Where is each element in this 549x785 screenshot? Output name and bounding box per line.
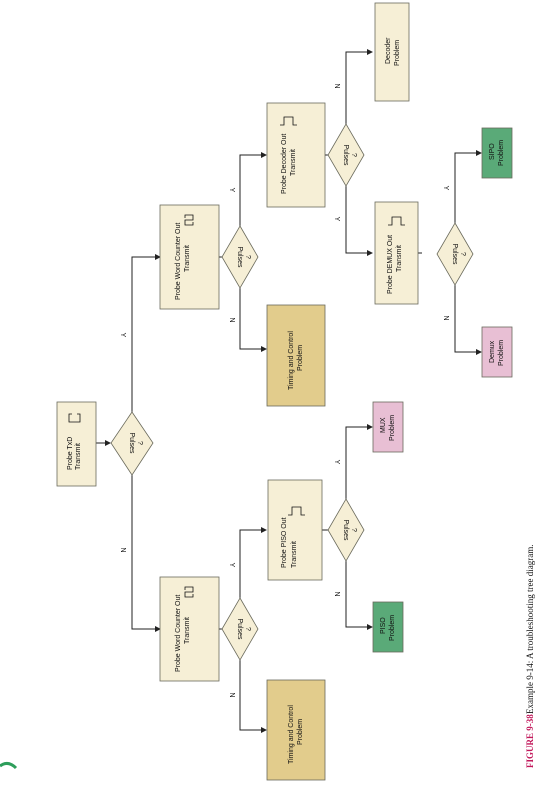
- figure-number: FIGURE 9-38: [525, 714, 535, 768]
- decision-pulses: Pulses ?: [221, 225, 259, 289]
- decoder-out-line2: Transmit: [290, 149, 297, 176]
- no-label: N: [228, 317, 235, 322]
- piso-problem-line2: Problem: [389, 615, 396, 641]
- decoder-problem-line2: Problem: [394, 40, 401, 66]
- decision-pulses: Pulses ?: [436, 222, 474, 286]
- decision-question: ?: [136, 441, 143, 445]
- decoder-out-line1: Probe Decoder Out: [281, 134, 288, 194]
- decision-pulses: Pulses ?: [327, 498, 365, 562]
- piso-problem-box: PISO Problem: [372, 601, 404, 653]
- corner-mark-icon: [0, 761, 18, 770]
- no-label: N: [442, 315, 449, 320]
- pulse-icon: [184, 214, 194, 226]
- decision-pulses: Pulses ?: [221, 597, 259, 661]
- timing-line1: Timing and Control: [288, 705, 295, 764]
- word-counter-line2: Transmit: [184, 617, 191, 644]
- decision-pulses: Pulses ?: [327, 123, 365, 187]
- decision-question: ?: [350, 153, 357, 157]
- decision-label: Pulses: [128, 432, 135, 454]
- pulse-icon: [388, 216, 405, 226]
- probe-txd-line1: Probe TxD: [67, 437, 74, 470]
- pulse-icon: [184, 586, 194, 598]
- decision-label: Pulses: [451, 243, 458, 265]
- pulse-icon: [288, 506, 305, 516]
- sipo-problem-line1: SIPO: [489, 143, 496, 160]
- figure-caption-text: Example 9-14: A troubleshooting tree dia…: [525, 545, 535, 714]
- demux-problem-line2: Problem: [498, 340, 505, 366]
- decision-diamonds: Pulses ? Pulses ? Pulses ? Pulses ? Puls…: [110, 123, 474, 661]
- yes-label: Y: [333, 217, 340, 222]
- branch-labels: Y N Y N N Y Y N Y N Y N: [119, 83, 449, 697]
- decision-label: Pulses: [342, 144, 349, 166]
- mux-problem-box: MUX Problem: [372, 401, 404, 453]
- pulse-icon: [280, 116, 297, 126]
- yes-label: Y: [228, 188, 235, 193]
- yes-label: Y: [442, 186, 449, 191]
- timing-line1: Timing and Control: [288, 331, 295, 390]
- sipo-problem-box: SIPO Problem: [481, 127, 513, 179]
- figure-caption: FIGURE 9-38 Example 9-14: A troubleshoot…: [525, 545, 535, 768]
- word-counter-line1: Probe Word Counter Out: [175, 595, 182, 672]
- no-label: N: [333, 83, 340, 88]
- timing-line2: Problem: [297, 719, 304, 745]
- decision-label: Pulses: [342, 519, 349, 541]
- decoder-problem-box: Decoder Problem: [374, 2, 410, 102]
- piso-out-line2: Transmit: [291, 541, 298, 568]
- word-counter-line2: Transmit: [184, 245, 191, 272]
- decoder-out-box: Probe Decoder Out Transmit: [266, 102, 326, 208]
- timing-control-problem-box: Timing and Control Problem: [266, 304, 326, 407]
- mux-problem-line1: MUX: [380, 417, 387, 433]
- word-counter-line1: Probe Word Counter Out: [175, 223, 182, 300]
- decision-question: ?: [350, 528, 357, 532]
- pulse-icon: [68, 413, 81, 423]
- word-counter-out-box: Probe Word Counter Out Transmit: [159, 576, 220, 682]
- yes-label: Y: [333, 460, 340, 465]
- outcome-boxes: Timing and Control Problem Timing and Co…: [266, 2, 513, 781]
- demux-problem-box: Demux Problem: [481, 326, 513, 378]
- decision-question: ?: [459, 252, 466, 256]
- probe-txd-line2: Transmit: [75, 443, 82, 470]
- no-label: N: [119, 547, 126, 552]
- yes-label: Y: [228, 563, 235, 568]
- probe-txd-box: Probe TxD Transmit: [56, 401, 97, 487]
- decision-question: ?: [244, 627, 251, 631]
- demux-out-box: Probe DEMUX Out Transmit: [374, 201, 419, 305]
- no-label: N: [333, 591, 340, 596]
- timing-line2: Problem: [297, 345, 304, 371]
- demux-out-line1: Probe DEMUX Out: [387, 235, 394, 294]
- decision-question: ?: [244, 255, 251, 259]
- mux-problem-line2: Problem: [389, 415, 396, 441]
- no-label: N: [228, 692, 235, 697]
- connector-lines: [96, 49, 482, 733]
- decision-label: Pulses: [236, 618, 243, 640]
- piso-out-line1: Probe PISO Out: [281, 517, 288, 568]
- piso-out-box: Probe PISO Out Transmit: [267, 479, 323, 581]
- timing-control-problem-box: Timing and Control Problem: [266, 679, 326, 781]
- piso-problem-line1: PISO: [380, 617, 387, 634]
- process-boxes: Probe TxD Transmit Probe Word Counter Ou…: [56, 102, 419, 682]
- demux-problem-line1: Demux: [489, 340, 496, 363]
- yes-label: Y: [119, 333, 126, 338]
- decision-label: Pulses: [236, 246, 243, 268]
- demux-out-line2: Transmit: [396, 245, 403, 272]
- sipo-problem-line2: Problem: [498, 140, 505, 166]
- word-counter-out-box: Probe Word Counter Out Transmit: [159, 204, 220, 310]
- decoder-problem-line1: Decoder: [385, 37, 392, 64]
- decision-pulses: Pulses ?: [110, 411, 154, 476]
